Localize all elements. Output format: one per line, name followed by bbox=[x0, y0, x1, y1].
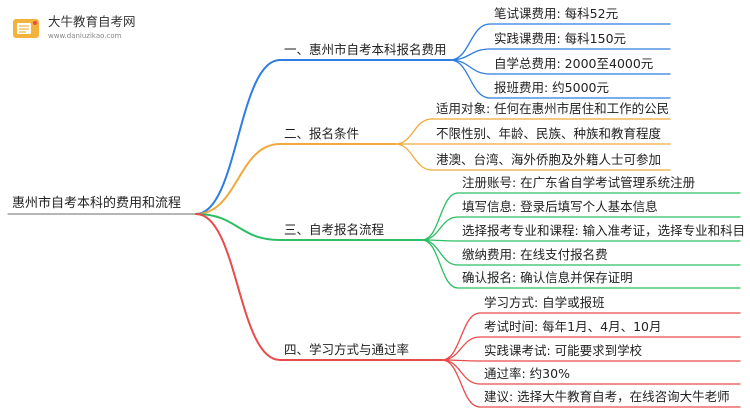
branch-3-connector bbox=[195, 213, 281, 241]
branch-3-child-connector bbox=[421, 239, 459, 266]
branch-4-item: 学习方式: 自学或报班 bbox=[484, 295, 605, 310]
branch-4-child-connector bbox=[441, 336, 481, 361]
branch-1-item: 自学总费用: 2000至4000元 bbox=[494, 56, 654, 71]
book-icon bbox=[13, 19, 39, 38]
branch-4-item: 通过率: 约30% bbox=[484, 366, 570, 381]
branch-3-child-connector bbox=[421, 239, 459, 289]
branch-1-connector bbox=[195, 59, 281, 215]
branch-1-item: 笔试课费用: 每科52元 bbox=[494, 6, 619, 21]
branch-4-label: 四、学习方式与通过率 bbox=[284, 342, 410, 357]
branch-4-item: 考试时间: 每年1月、4月、10月 bbox=[484, 319, 662, 334]
branch-1-child-connector bbox=[449, 59, 491, 99]
branch-3-child-connector bbox=[421, 192, 459, 241]
branch-2-label: 二、报名条件 bbox=[284, 126, 360, 141]
branch-3-item: 确认报名: 确认信息并保存证明 bbox=[462, 270, 633, 285]
branch-3-label: 三、自考报名流程 bbox=[284, 222, 385, 237]
branch-4-child-connector bbox=[441, 312, 481, 361]
branch-3-item: 选择报考专业和课程: 输入准考证，选择专业和科目 bbox=[462, 223, 746, 238]
branch-3-item: 注册账号: 在广东省自学考试管理系统注册 bbox=[462, 175, 696, 190]
branch-2-item: 适用对象: 任何在惠州市居住和工作的公民 bbox=[436, 101, 670, 116]
root-topic: 惠州市自考本科的费用和流程 bbox=[12, 196, 182, 211]
branch-1-label: 一、惠州市自考本科报名费用 bbox=[284, 42, 447, 57]
logo-subtitle: www.daniuzikao.com bbox=[48, 32, 122, 40]
branch-1-item: 实践课费用: 每科150元 bbox=[494, 31, 627, 46]
branch-2-item: 不限性别、年龄、民族、种族和教育程度 bbox=[436, 126, 662, 141]
branch-2-connector bbox=[195, 143, 281, 215]
branch-2-item: 港澳、台湾、海外侨胞及外籍人士可参加 bbox=[436, 152, 662, 167]
branch-1-child-connector bbox=[449, 59, 491, 75]
branch-3-item: 填写信息: 登录后填写个人基本信息 bbox=[462, 199, 658, 214]
branch-4-child-connector bbox=[441, 359, 481, 408]
branch-2-child-connector bbox=[394, 118, 433, 145]
branch-3-item: 缴纳费用: 在线支付报名费 bbox=[462, 247, 608, 262]
branch-4-connector bbox=[195, 213, 281, 361]
branch-3-child-connector bbox=[421, 216, 459, 241]
logo-title: 大牛教育自考网 bbox=[48, 14, 136, 29]
branch-4-item: 建议: 选择大牛教育自考，在线咨询大牛老师 bbox=[484, 389, 730, 404]
branch-2-child-connector bbox=[394, 143, 433, 171]
site-logo: 大牛教育自考网 www.daniuzikao.com bbox=[12, 10, 162, 46]
branch-4-child-connector bbox=[441, 359, 481, 385]
branch-4-item: 实践课考试: 可能要求到学校 bbox=[484, 343, 643, 358]
branch-1-item: 报班费用: 约5000元 bbox=[494, 80, 609, 95]
branch-1-child-connector bbox=[449, 23, 491, 61]
